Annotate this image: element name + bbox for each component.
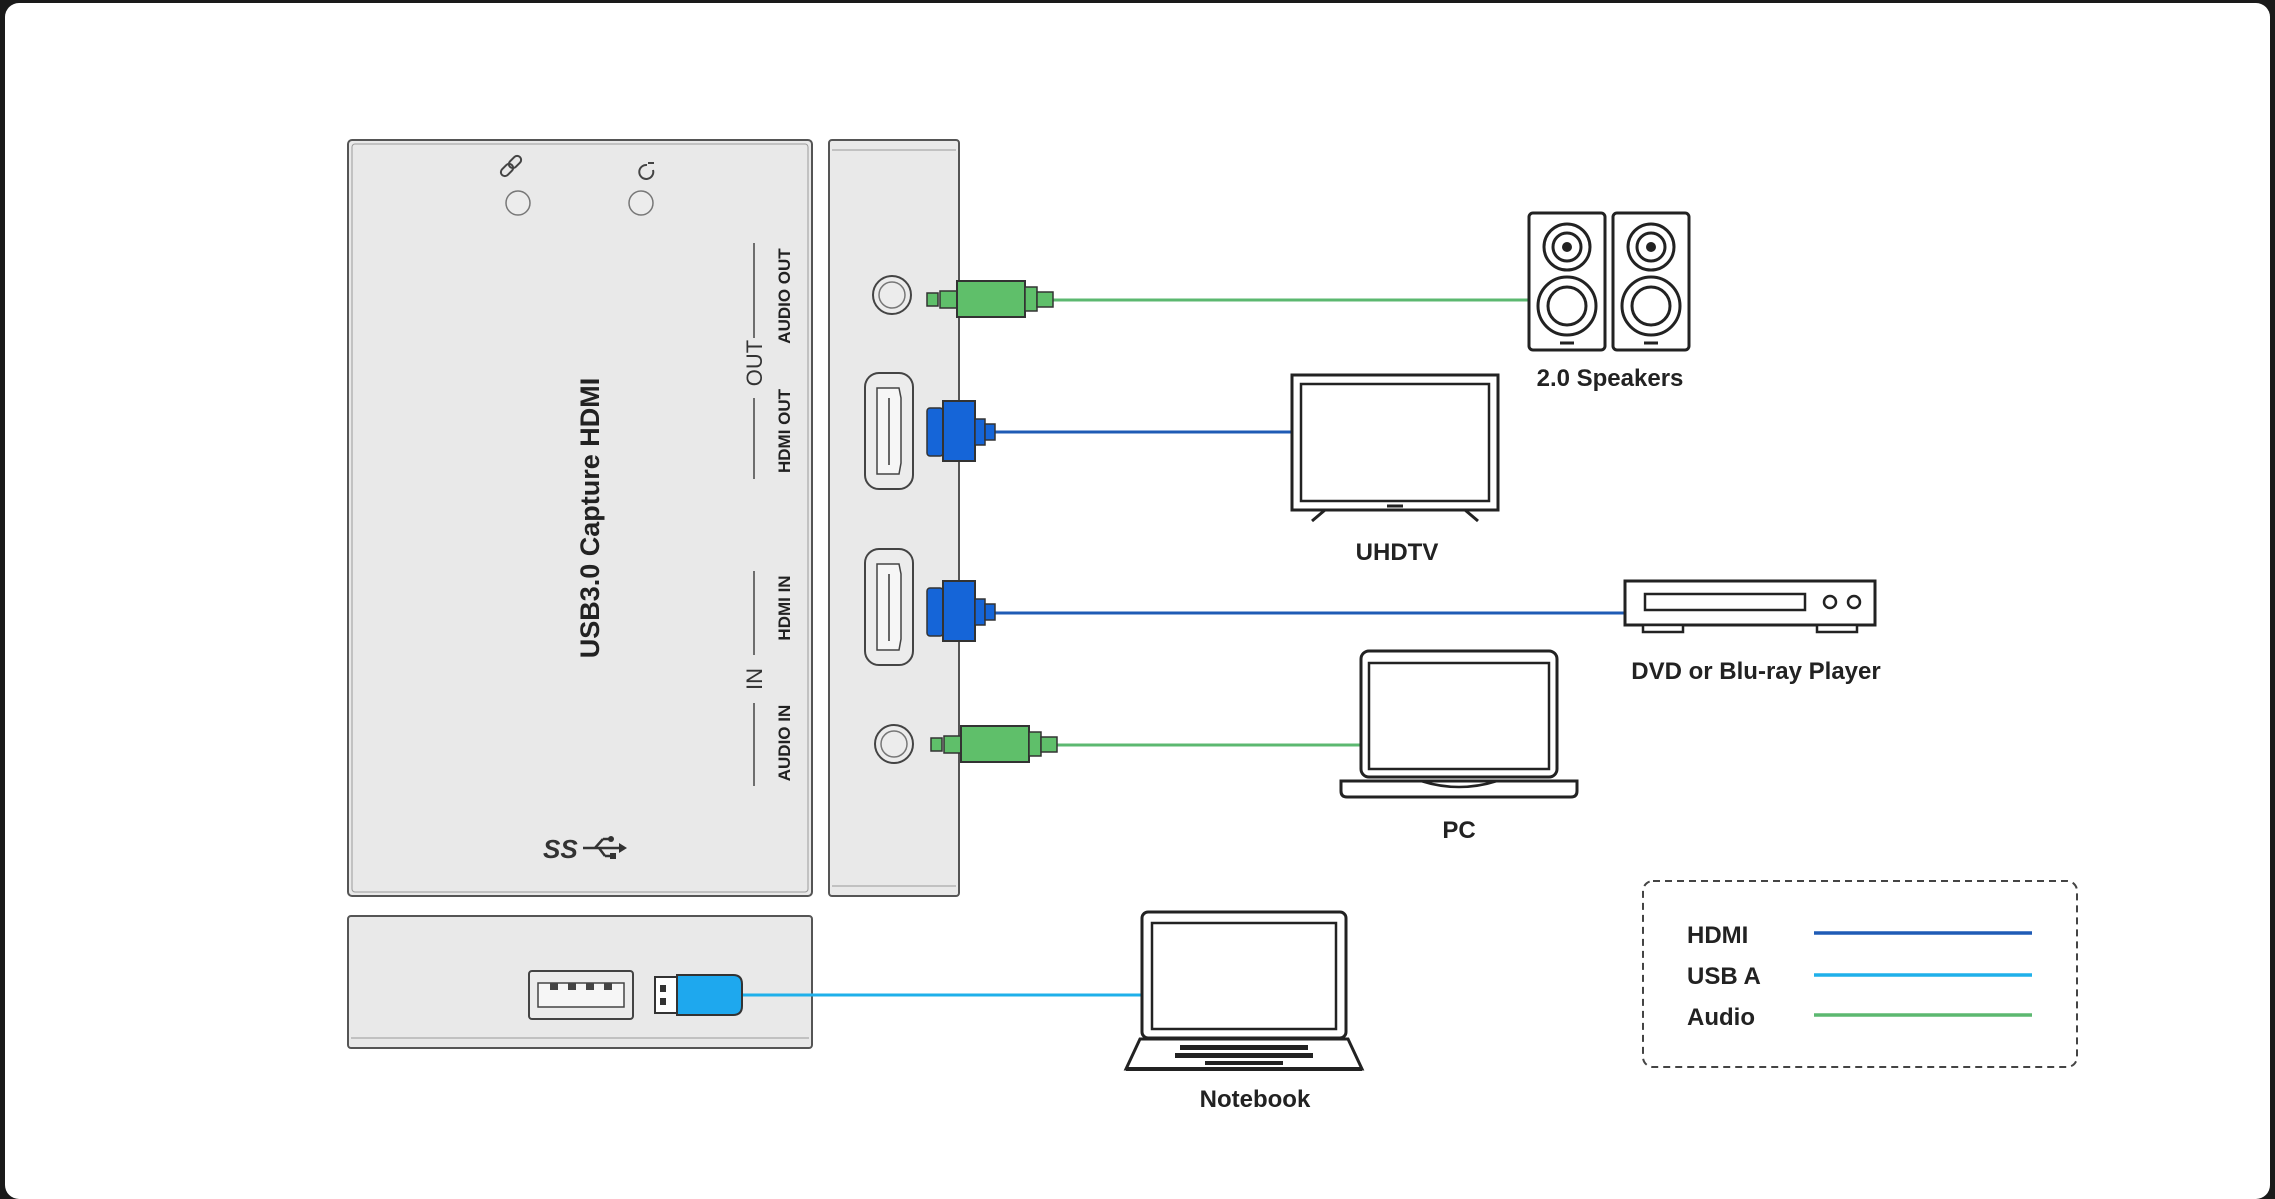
audio-in-label: AUDIO IN xyxy=(775,705,794,782)
link-led xyxy=(505,190,531,216)
usb-a-plug xyxy=(654,974,743,1016)
legend-label-hdmi: HDMI xyxy=(1687,922,1748,949)
superspeed-usb-icon: SS xyxy=(543,834,627,864)
audio-out-plug xyxy=(926,280,1054,318)
capture-device-top: USB3.0 Capture HDMI OUT AUDIO OUT HDMI O… xyxy=(347,139,813,897)
device-title: USB3.0 Capture HDMI xyxy=(575,378,605,659)
notebook-label: Notebook xyxy=(1200,1086,1311,1113)
ss-logo-text: SS xyxy=(543,834,578,864)
speakers-icon xyxy=(1527,211,1691,352)
group-out-label: OUT xyxy=(742,340,767,386)
usb-a-port[interactable] xyxy=(528,970,634,1020)
tv-label: UHDTV xyxy=(1356,539,1439,566)
hdmi-in-label: HDMI IN xyxy=(775,575,794,640)
legend-label-usb: USB A xyxy=(1687,963,1761,990)
audio-out-label: AUDIO OUT xyxy=(775,248,794,344)
pc-label: PC xyxy=(1442,817,1475,844)
hdmi-in-port[interactable] xyxy=(864,548,914,666)
hdmi-out-port[interactable] xyxy=(864,372,914,490)
audio-in-plug xyxy=(930,725,1058,763)
power-led xyxy=(628,190,654,216)
speakers-label: 2.0 Speakers xyxy=(1537,365,1684,392)
legend-label-audio: Audio xyxy=(1687,1004,1755,1031)
diagram-canvas: USB3.0 Capture HDMI OUT AUDIO OUT HDMI O… xyxy=(5,3,2270,1199)
notebook-icon xyxy=(1123,910,1365,1071)
tv-icon xyxy=(1290,373,1500,523)
hdmi-in-plug xyxy=(926,580,996,642)
dvd-player-label: DVD or Blu-ray Player xyxy=(1631,658,1880,685)
hdmi-out-plug xyxy=(926,400,996,462)
connection-diagram: USB3.0 Capture HDMI OUT AUDIO OUT HDMI O… xyxy=(347,139,2078,1113)
group-in-label: IN xyxy=(742,668,767,690)
capture-device-side-panel xyxy=(828,139,960,897)
hdmi-out-label: HDMI OUT xyxy=(775,388,794,473)
dvd-player-icon xyxy=(1623,579,1877,634)
legend: HDMI USB A Audio xyxy=(1642,880,2078,1068)
pc-icon xyxy=(1339,649,1579,799)
link-icon xyxy=(499,154,523,178)
power-icon xyxy=(638,162,655,180)
